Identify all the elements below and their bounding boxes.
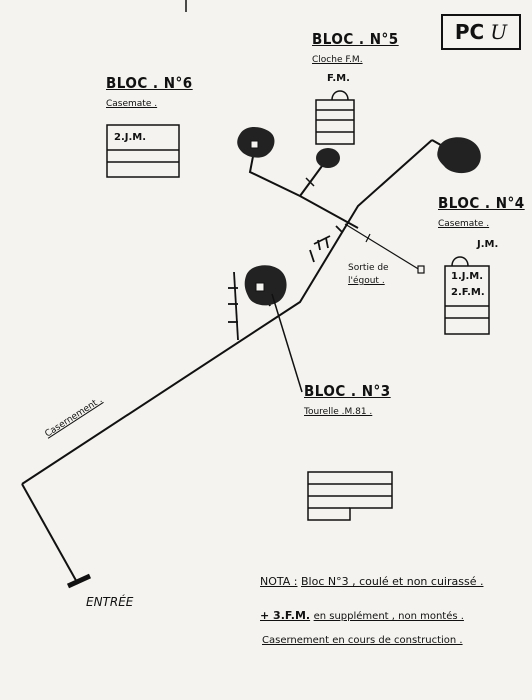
bloc3-stubs (228, 271, 239, 341)
bloc6-opening (250, 140, 259, 149)
casernement-block (307, 471, 393, 521)
bloc4-box-line-2: 2.F.M. (451, 287, 485, 298)
bloc5-title: BLOC . N°5 (312, 30, 399, 48)
nota-line-2: + 3.F.M. en supplément , non montés . (260, 610, 464, 622)
sewer-outlet-label-1: Sortie de (348, 263, 389, 273)
nota-line-2-text: en supplément , non montés . (313, 611, 464, 622)
page-code-printed: PC (454, 20, 485, 44)
bloc5-subtitle: Cloche F.M. (312, 55, 363, 65)
nota-line-3-text: Casernement en cours de construction . (262, 635, 463, 646)
bloc6-title: BLOC . N°6 (106, 74, 193, 92)
page-code-handwritten: U (490, 20, 508, 44)
gallery-to-bloc5 (299, 165, 323, 197)
bloc4-box-line-1: 1.J.M. (451, 271, 484, 282)
nota-prefix: NOTA : (260, 575, 298, 588)
bloc3-opening (255, 282, 265, 292)
bloc5-box-label: F.M. (327, 73, 350, 84)
bloc3-blob (244, 265, 287, 306)
bloc6-box-label: 2.J.M. (114, 132, 147, 143)
nota-line-1: NOTA : Bloc N°3 , coulé et non cuirassé … (260, 576, 483, 587)
sewer-tick (365, 233, 371, 243)
bloc5-tick (305, 177, 315, 187)
bloc5-blob (316, 148, 340, 168)
entrance-bar (66, 573, 92, 589)
page-code-box: PC U (441, 14, 521, 50)
nota-line-1-text: Bloc N°3 , coulé et non cuirassé . (300, 575, 484, 588)
sewer-outlet-label-2: l'égout . (348, 276, 385, 286)
bloc4-subtitle: Casemate . (438, 219, 490, 229)
bloc3-title: BLOC . N°3 (304, 382, 391, 400)
sewer-outlet-line (344, 223, 421, 271)
bloc3-leader (271, 293, 303, 393)
bloc4-blob (437, 137, 481, 174)
bloc4-top-label: J.M. (477, 239, 499, 250)
nota-line-3: Casernement en cours de construction . (262, 636, 463, 646)
bloc3-subtitle: Tourelle .M.81 . (304, 407, 373, 417)
gallery-to-bloc6 (248, 145, 359, 229)
entrance-label: ENTRÉE (86, 595, 134, 609)
bloc4-title: BLOC . N°4 (438, 194, 525, 212)
bloc6-subtitle: Casemate . (106, 99, 158, 109)
junction-stubs (309, 225, 343, 263)
nota-line-2-prefix: + 3.F.M. (260, 609, 311, 622)
entry-gallery (21, 483, 79, 585)
main-gallery (21, 139, 433, 485)
bloc6-armament-box (106, 124, 180, 178)
bloc5-armament-box (315, 90, 355, 145)
bloc4-armament-box (444, 256, 490, 335)
sewer-outlet-box (417, 265, 425, 274)
